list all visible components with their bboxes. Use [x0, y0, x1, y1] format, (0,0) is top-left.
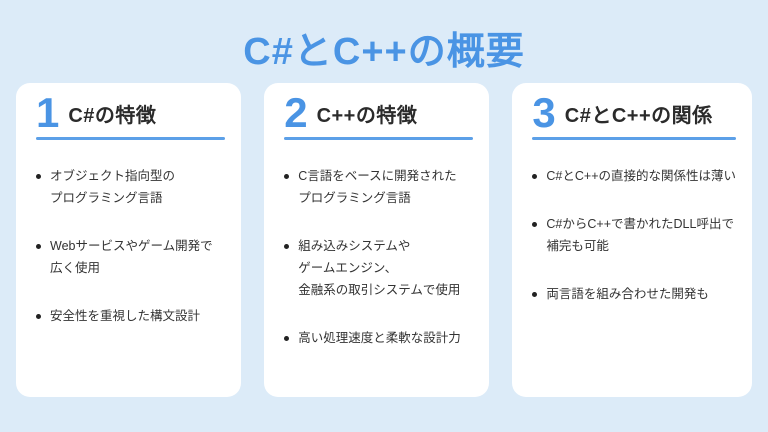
heading-underline	[36, 137, 226, 140]
card-csharp-features: 1 C#の特徴 オブジェクト指向型の プログラミング言語 Webサービスやゲーム…	[16, 83, 242, 397]
bullet-dot-icon	[284, 336, 290, 341]
bullet-line: ゲームエンジン、	[298, 261, 398, 275]
list-item: 安全性を重視した構文設計	[36, 305, 225, 327]
cards-row: 1 C#の特徴 オブジェクト指向型の プログラミング言語 Webサービスやゲーム…	[16, 83, 753, 397]
card-cpp-features: 2 C++の特徴 C言語をベースに開発された プログラミング言語 組み込みシステ…	[264, 83, 490, 397]
card-heading: C++の特徴	[316, 104, 418, 127]
list-item: 組み込みシステムや ゲームエンジン、 金融系の取引システムで使用	[284, 235, 473, 301]
bullet-line: C#とC++の直接的な関係性は薄い	[546, 169, 737, 183]
bullet-dot-icon	[532, 222, 538, 227]
bullet-dot-icon	[532, 174, 538, 179]
bullet-dot-icon	[36, 244, 41, 249]
bullet-line: 高い処理速度と柔軟な設計力	[298, 331, 461, 345]
bullet-line: プログラミング言語	[298, 191, 411, 205]
bullet-list: オブジェクト指向型の プログラミング言語 Webサービスやゲーム開発で 広く使用…	[36, 165, 225, 327]
bullet-text: C#とC++の直接的な関係性は薄い	[546, 165, 736, 187]
bullet-line: 金融系の取引システムで使用	[298, 283, 461, 297]
bullet-list: C#とC++の直接的な関係性は薄い C#からC++で書かれたDLL呼出で 補完も…	[532, 165, 736, 305]
bullet-line: C言語をベースに開発された	[298, 169, 457, 183]
bullet-text: 高い処理速度と柔軟な設計力	[298, 327, 461, 349]
bullet-list: C言語をベースに開発された プログラミング言語 組み込みシステムや ゲームエンジ…	[284, 165, 473, 349]
list-item: オブジェクト指向型の プログラミング言語	[36, 165, 225, 209]
heading-underline	[532, 137, 737, 140]
bullet-line: C#からC++で書かれたDLL呼出で	[546, 217, 734, 231]
bullet-text: 組み込みシステムや ゲームエンジン、 金融系の取引システムで使用	[298, 235, 460, 301]
list-item: Webサービスやゲーム開発で 広く使用	[36, 235, 225, 279]
bullet-line: オブジェクト指向型の	[50, 169, 176, 183]
bullet-line: 組み込みシステムや	[298, 239, 411, 253]
bullet-text: C#からC++で書かれたDLL呼出で 補完も可能	[546, 213, 734, 257]
bullet-dot-icon	[36, 174, 41, 179]
bullet-dot-icon	[36, 314, 41, 319]
bullet-dot-icon	[284, 244, 290, 249]
bullet-line: 広く使用	[50, 261, 101, 275]
bullet-text: C言語をベースに開発された プログラミング言語	[298, 165, 456, 209]
card-header: 1 C#の特徴	[36, 91, 225, 135]
bullet-line: Webサービスやゲーム開発で	[50, 239, 213, 253]
card-header: 3 C#とC++の関係	[532, 91, 736, 135]
bullet-dot-icon	[284, 174, 290, 179]
card-csharp-cpp-relationship: 3 C#とC++の関係 C#とC++の直接的な関係性は薄い C#からC++で書か…	[512, 83, 753, 397]
bullet-line: 両言語を組み合わせた開発も	[546, 287, 709, 301]
bullet-dot-icon	[532, 292, 538, 297]
bullet-text: オブジェクト指向型の プログラミング言語	[50, 165, 175, 209]
bullet-text: Webサービスやゲーム開発で 広く使用	[50, 235, 213, 279]
card-heading: C#とC++の関係	[564, 104, 713, 127]
list-item: C#からC++で書かれたDLL呼出で 補完も可能	[532, 213, 736, 257]
card-number: 3	[532, 89, 556, 136]
bullet-text: 安全性を重視した構文設計	[50, 305, 200, 327]
bullet-line: プログラミング言語	[50, 191, 163, 205]
bullet-line: 補完も可能	[546, 239, 609, 253]
list-item: 高い処理速度と柔軟な設計力	[284, 327, 473, 349]
list-item: C#とC++の直接的な関係性は薄い	[532, 165, 736, 187]
list-item: C言語をベースに開発された プログラミング言語	[284, 165, 473, 209]
card-heading: C#の特徴	[68, 104, 157, 127]
card-number: 1	[36, 89, 60, 136]
card-header: 2 C++の特徴	[284, 91, 473, 135]
heading-underline	[284, 137, 474, 140]
page-title: C#とC++の概要	[243, 31, 525, 73]
bullet-line: 安全性を重視した構文設計	[50, 309, 201, 323]
list-item: 両言語を組み合わせた開発も	[532, 283, 736, 305]
card-number: 2	[284, 89, 308, 136]
bullet-text: 両言語を組み合わせた開発も	[546, 283, 709, 305]
